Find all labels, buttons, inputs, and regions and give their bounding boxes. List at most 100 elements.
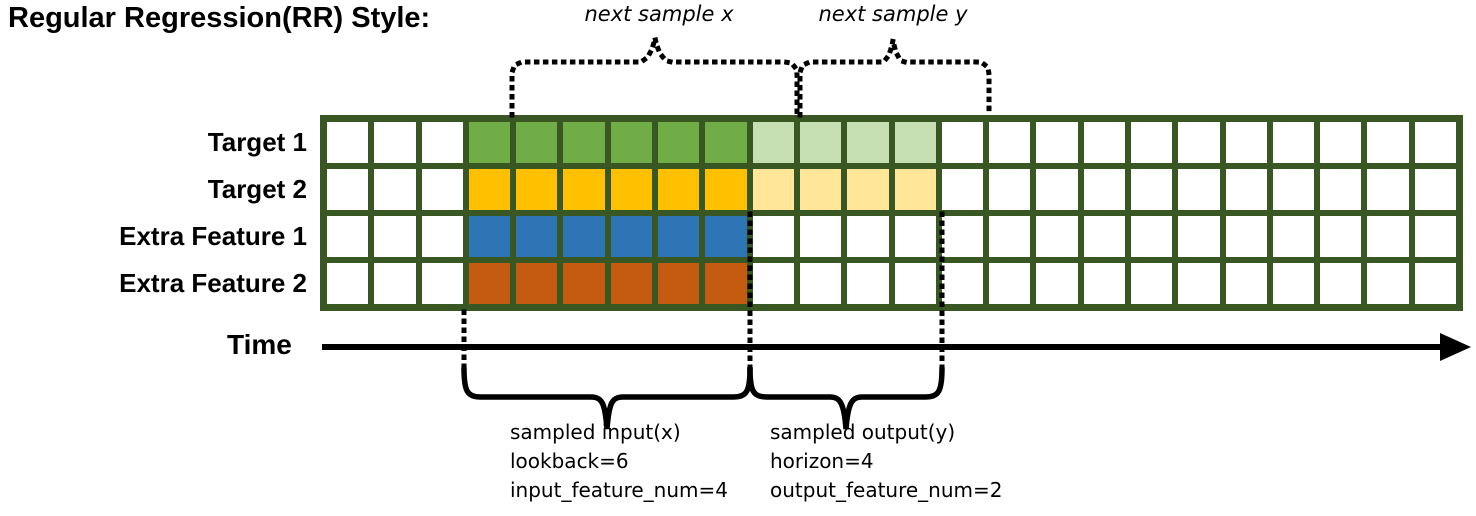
grid-cell [989,122,1031,163]
grid-cell [1414,216,1456,257]
grid-cell [1083,216,1125,257]
grid-cell [468,216,511,257]
grid-cell [1130,263,1173,304]
grid-cell [894,216,936,257]
grid-cell [1083,169,1125,210]
grid-cell [1036,263,1078,304]
sample-grid [320,115,1463,311]
grid-cell [752,263,794,304]
grid-cell [1414,263,1456,304]
grid-cell [374,122,416,163]
grid-cell [1178,263,1220,304]
grid-cell [1225,263,1267,304]
grid-cell [1367,169,1409,210]
grid-cell [941,122,984,163]
row-label: Target 2 [207,174,307,204]
grid-cell [1272,263,1315,304]
grid-cell [941,263,984,304]
grid-cell [610,263,653,304]
grid-cell [658,122,700,163]
grid-cell [563,216,605,257]
grid-cell [941,169,984,210]
grid-cell [658,169,700,210]
grid-cell [327,263,369,304]
row-label: Extra Feature 2 [119,268,307,298]
row-label: Target 1 [207,127,307,157]
grid-cell [1178,169,1220,210]
grid-cell [1414,122,1456,163]
grid-cell [563,263,605,304]
grid-cell [421,263,463,304]
grid-cell [894,263,936,304]
grid-cell [705,263,747,304]
grid-cell [989,263,1031,304]
grid-cell [1367,263,1409,304]
grid-cell [1130,216,1173,257]
grid-cell [705,122,747,163]
grid-cell [374,169,416,210]
row-label: Extra Feature 1 [119,221,307,251]
next-sample-x-label: next sample x [584,2,734,26]
grid-cell [847,169,889,210]
grid-cell [421,216,463,257]
grid-cell [1130,169,1173,210]
grid-cell [1272,216,1315,257]
annotation-line: sampled input(x) [510,420,681,444]
grid-cell [1272,169,1315,210]
time-axis-label: Time [227,329,292,360]
grid-cell [1320,216,1362,257]
grid-cell [468,263,511,304]
grid-cell [658,216,700,257]
grid-cell [1130,122,1173,163]
grid-cell [1225,122,1267,163]
grid-cell [1320,169,1362,210]
grid-cell [847,216,889,257]
grid-cell [374,216,416,257]
grid-cell [705,169,747,210]
grid-cell [1367,216,1409,257]
grid-cell [327,122,369,163]
grid-cell [1225,216,1267,257]
diagram-title: Regular Regression(RR) Style: [8,2,431,34]
grid-cell [799,263,842,304]
grid-cell [799,216,842,257]
grid-cell [799,169,842,210]
grid-cell [516,169,558,210]
grid-cell [799,122,842,163]
grid-cell [894,169,936,210]
grid-cell [1178,216,1220,257]
next-sample-y-brace [797,39,992,118]
grid-cell [752,169,794,210]
annotation-line: horizon=4 [770,449,874,473]
grid-cell [1414,169,1456,210]
grid-cell [847,122,889,163]
grid-cell [658,263,700,304]
grid-cell [421,169,463,210]
grid-cell [1083,263,1125,304]
grid-cell [894,122,936,163]
next-sample-x-brace [509,37,800,118]
row-labels: Target 1 Target 2 Extra Feature 1 Extra Fea… [0,115,312,311]
grid-cell [1036,122,1078,163]
grid-cell [610,122,653,163]
grid-cell [989,169,1031,210]
grid-cell [1225,169,1267,210]
grid-cell [1272,122,1315,163]
grid-cell [1320,263,1362,304]
grid-cell [941,216,984,257]
grid-cell [1178,122,1220,163]
next-sample-y-label: next sample y [818,2,968,26]
time-arrow-head [1440,333,1471,361]
grid-cell [1320,122,1362,163]
grid-cell [1367,122,1409,163]
grid-cell [847,263,889,304]
grid-cell [563,122,605,163]
annotation-line: input_feature_num=4 [510,478,728,502]
grid-cell [1036,216,1078,257]
annotation-line: output_feature_num=2 [770,478,1003,502]
annotation-line: lookback=6 [510,449,629,473]
grid-cell [989,216,1031,257]
grid-cell [563,169,605,210]
